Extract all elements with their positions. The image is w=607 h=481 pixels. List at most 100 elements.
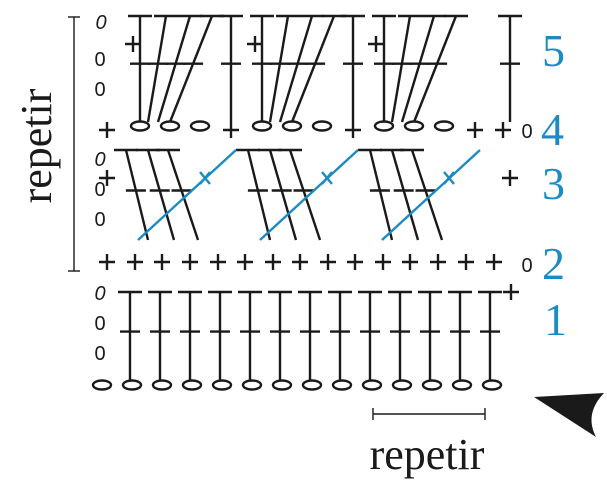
single-crochet xyxy=(223,122,239,138)
double-crochet xyxy=(298,290,322,380)
chain-stitch xyxy=(433,120,455,132)
crossed-stitch-accents xyxy=(137,149,481,241)
chain-stitch xyxy=(211,379,233,391)
double-crochet xyxy=(250,14,274,122)
turning-chain-mark: 0 xyxy=(94,179,105,201)
chain-stitch xyxy=(361,379,383,391)
single-crochet xyxy=(292,254,308,270)
chain-stitch xyxy=(181,379,203,391)
double-crochet xyxy=(268,290,292,380)
turning-chain-mark: 0 xyxy=(94,209,105,231)
chain-stitch xyxy=(391,379,413,391)
chain-stitch xyxy=(421,379,443,391)
double-crochet xyxy=(372,14,396,122)
crossed-stitch-mark xyxy=(321,171,333,185)
double-crochet xyxy=(168,14,224,123)
single-crochet xyxy=(486,254,502,270)
single-crochet xyxy=(99,254,115,270)
arrowhead-icon xyxy=(534,393,604,437)
double-crochet xyxy=(478,290,502,380)
single-crochet xyxy=(402,254,418,270)
chain-stitch xyxy=(159,120,181,132)
row-number-4: 4 xyxy=(541,104,564,155)
chain-stitch xyxy=(91,379,113,391)
single-crochet xyxy=(320,254,336,270)
chain-stitch xyxy=(271,379,293,391)
double-crochet xyxy=(418,290,442,380)
bottom-repeat-label: repetir xyxy=(370,430,485,479)
double-crochet xyxy=(146,14,178,123)
single-crochet xyxy=(247,36,263,52)
crossed-stitch xyxy=(137,149,237,241)
side-repeat-label: repetir xyxy=(12,88,61,203)
chain-stitch xyxy=(331,379,353,391)
single-crochet xyxy=(467,122,483,138)
chain-stitch xyxy=(281,120,303,132)
crossed-stitch-mark xyxy=(199,171,211,185)
single-crochet xyxy=(502,170,518,186)
single-crochet xyxy=(458,254,474,270)
row-number-3: 3 xyxy=(542,158,565,209)
chain-stitch xyxy=(301,379,323,391)
single-crochet xyxy=(265,254,281,270)
stitch-grid xyxy=(91,14,522,391)
turning-chain-mark: 0 xyxy=(94,283,105,305)
turning-chain-mark: 0 xyxy=(95,12,106,34)
single-crochet xyxy=(125,36,141,52)
turning-chain-mark: 0 xyxy=(521,121,532,143)
single-crochet xyxy=(127,254,143,270)
double-crochet xyxy=(148,290,172,380)
turning-chain-mark: 0 xyxy=(94,149,105,171)
single-crochet xyxy=(99,122,115,138)
double-crochet xyxy=(178,290,202,380)
double-crochet xyxy=(114,148,150,241)
chain-stitch xyxy=(451,379,473,391)
chain-stitch xyxy=(403,120,425,132)
single-crochet xyxy=(347,254,363,270)
double-crochet xyxy=(390,14,422,123)
turning-chain-mark: 0 xyxy=(94,343,105,365)
chain-stitch xyxy=(481,379,503,391)
chain-stitch xyxy=(121,379,143,391)
turning-chain-mark: 0 xyxy=(521,255,532,277)
single-crochet xyxy=(182,254,198,270)
double-crochet xyxy=(328,290,352,380)
crossed-stitch xyxy=(259,149,359,241)
double-crochet xyxy=(278,14,324,123)
single-crochet xyxy=(237,254,253,270)
single-crochet xyxy=(495,122,511,138)
crossed-stitch xyxy=(381,149,481,241)
single-crochet xyxy=(375,254,391,270)
row-number-1: 1 xyxy=(544,294,567,345)
side-repeat-bracket xyxy=(68,16,80,272)
bottom-repeat-bracket xyxy=(372,408,486,420)
double-crochet xyxy=(400,148,444,241)
double-crochet xyxy=(238,290,262,380)
chain-stitch xyxy=(151,379,173,391)
double-crochet xyxy=(156,148,200,241)
double-crochet xyxy=(156,14,202,123)
double-crochet xyxy=(268,14,300,123)
double-crochet xyxy=(358,290,382,380)
double-crochet xyxy=(498,14,522,122)
double-crochet xyxy=(448,290,472,380)
chain-stitch xyxy=(129,120,151,132)
turning-chain-mark: 0 xyxy=(94,313,105,335)
chain-stitch xyxy=(373,120,395,132)
turning-chain-mark: 0 xyxy=(94,79,105,101)
double-crochet xyxy=(136,148,176,241)
double-crochet xyxy=(219,14,243,122)
crossed-stitch-mark xyxy=(443,171,455,185)
single-crochet xyxy=(503,284,519,300)
double-crochet xyxy=(128,14,152,122)
double-crochet xyxy=(278,148,322,241)
double-crochet xyxy=(341,14,365,122)
single-crochet xyxy=(154,254,170,270)
single-crochet xyxy=(345,122,361,138)
single-crochet xyxy=(210,254,226,270)
chain-stitch xyxy=(241,379,263,391)
chain-stitch xyxy=(189,120,211,132)
single-crochet xyxy=(368,36,384,52)
